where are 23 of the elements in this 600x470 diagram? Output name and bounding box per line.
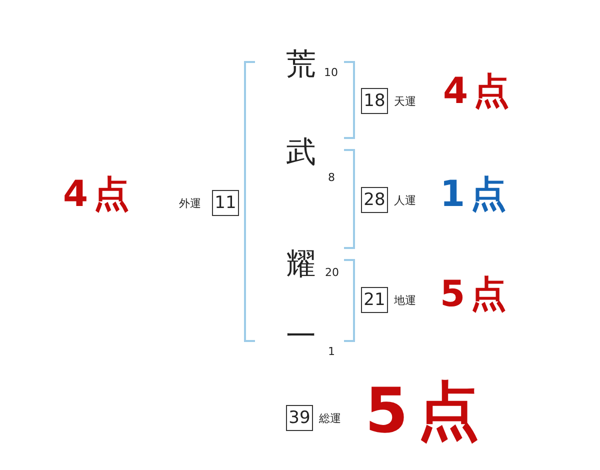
fortune-number-box: 21 — [361, 287, 388, 313]
stroke-count: 1 — [328, 346, 335, 357]
score-text: 5点 — [440, 277, 512, 313]
name-character: 武 — [286, 138, 316, 168]
fortune-number-box: 28 — [361, 187, 388, 213]
fortune-number-box: 11 — [212, 190, 239, 216]
fortune-label: 地運 — [394, 295, 416, 306]
score-text: 5点 — [365, 380, 489, 442]
score-text: 4点 — [443, 74, 515, 110]
stroke-count: 10 — [324, 67, 338, 78]
name-character: 荒 — [286, 50, 316, 80]
fortune-label: 総運 — [319, 413, 341, 424]
fortune-label: 天運 — [394, 96, 416, 107]
stroke-count: 20 — [325, 267, 339, 278]
name-character: 一 — [286, 322, 316, 352]
score-text: 4点 — [63, 177, 135, 213]
name-character: 耀 — [286, 250, 316, 280]
fortune-label: 人運 — [394, 195, 416, 206]
fortune-number-box: 39 — [286, 405, 313, 431]
score-text: 1点 — [440, 177, 512, 213]
fortune-label: 外運 — [179, 198, 201, 209]
stroke-count: 8 — [328, 172, 335, 183]
fortune-number-box: 18 — [361, 88, 388, 114]
